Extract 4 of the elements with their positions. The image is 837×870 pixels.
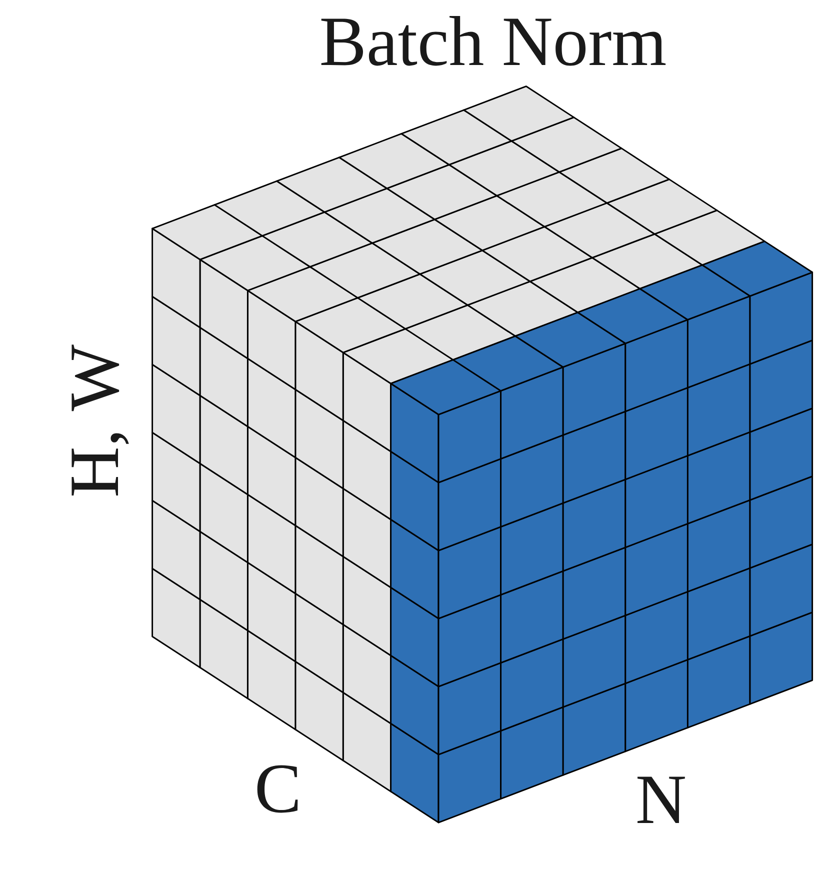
title: Batch Norm [321, 16, 666, 66]
axis-label: H, W [72, 344, 129, 496]
axis-label: C [257, 765, 298, 813]
axis-label: N [638, 776, 685, 823]
